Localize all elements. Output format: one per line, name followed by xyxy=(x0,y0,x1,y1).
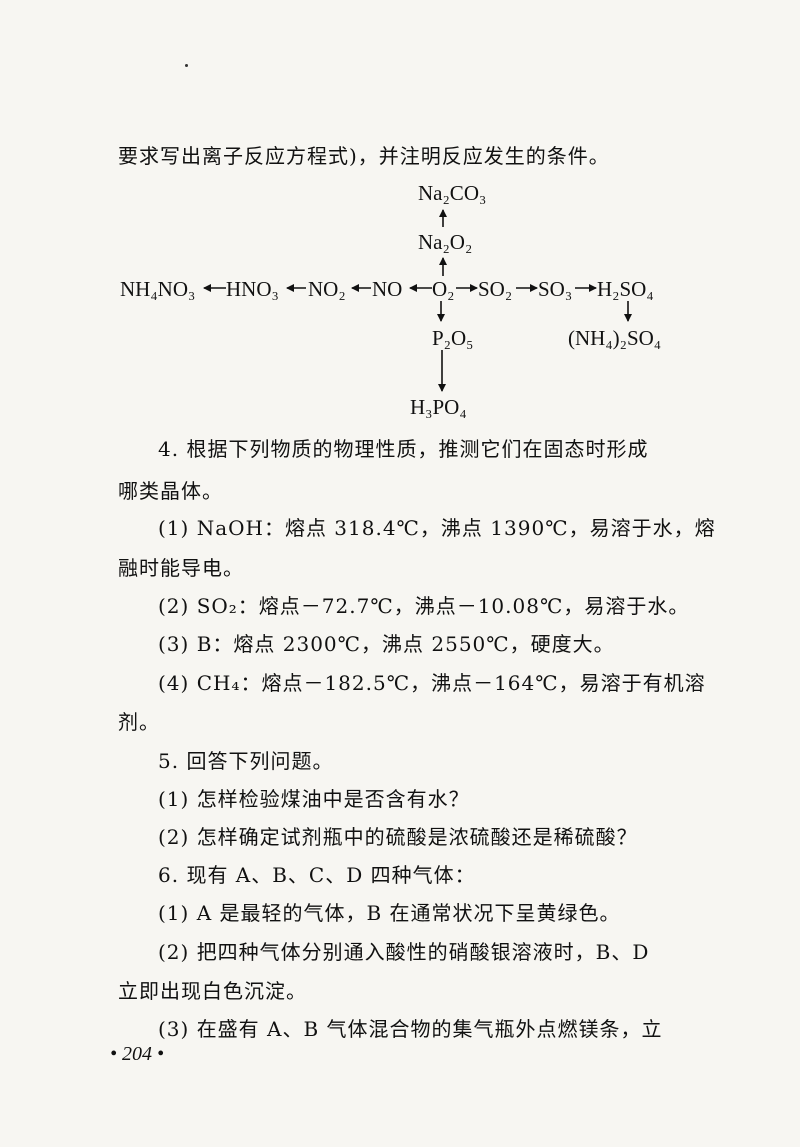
stray-dot xyxy=(185,64,188,67)
text-line: 哪类晶体。 xyxy=(118,479,223,503)
formula-h3po4: H₃PO₄ xyxy=(410,395,467,419)
text-line: 4. 根据下列物质的物理性质，推测它们在固态时形成 xyxy=(158,437,649,461)
text-line: 立即出现白色沉淀。 xyxy=(118,979,307,1003)
text-line: 6. 现有 A、B、C、D 四种气体： xyxy=(158,863,476,887)
text-line: (2) 怎样确定试剂瓶中的硫酸是浓硫酸还是稀硫酸？ xyxy=(158,825,638,849)
formula-na2co3: Na₂CO₃ xyxy=(418,181,487,205)
formula-p2o5: P₂O₅ xyxy=(432,326,474,350)
text-line: (1) A 是最轻的气体，B 在通常状况下呈黄绿色。 xyxy=(158,901,621,925)
formula-hno3: HNO₃ xyxy=(226,277,279,301)
text-line: 剂。 xyxy=(118,710,160,734)
text-line: 要求写出离子反应方程式)，并注明反应发生的条件。 xyxy=(118,144,610,168)
text-line: (4) CH₄：熔点－182.5℃，沸点－164℃，易溶于有机溶 xyxy=(158,671,706,695)
page-number: • 204 • xyxy=(110,1043,165,1065)
formula-na2o2: Na₂O₂ xyxy=(418,230,473,254)
formula-no2: NO₂ xyxy=(308,277,346,301)
formula-so2: SO₂ xyxy=(478,277,513,301)
formula-nh42so4: (NH₄)₂SO₄ xyxy=(568,326,662,350)
text-line: (3) 在盛有 A、B 气体混合物的集气瓶外点燃镁条，立 xyxy=(158,1017,663,1041)
text-line: (3) B：熔点 2300℃，沸点 2550℃，硬度大。 xyxy=(158,632,615,656)
formula-o2: O₂ xyxy=(432,277,455,301)
text-line: 5. 回答下列问题。 xyxy=(158,749,334,773)
text-line: 融时能导电。 xyxy=(118,556,244,580)
formula-no: NO xyxy=(372,277,403,301)
text-line: (1) 怎样检验煤油中是否含有水？ xyxy=(158,787,470,811)
formula-h2so4: H₂SO₄ xyxy=(597,277,654,301)
formula-so3: SO₃ xyxy=(538,277,573,301)
formula-nh4no3: NH₄NO₃ xyxy=(120,277,196,301)
text-line: (1) NaOH：熔点 318.4℃，沸点 1390℃，易溶于水，熔 xyxy=(158,516,716,540)
text-line: (2) SO₂：熔点－72.7℃，沸点－10.08℃，易溶于水。 xyxy=(158,594,690,618)
text-line: (2) 把四种气体分别通入酸性的硝酸银溶液时，B、D xyxy=(158,940,650,964)
